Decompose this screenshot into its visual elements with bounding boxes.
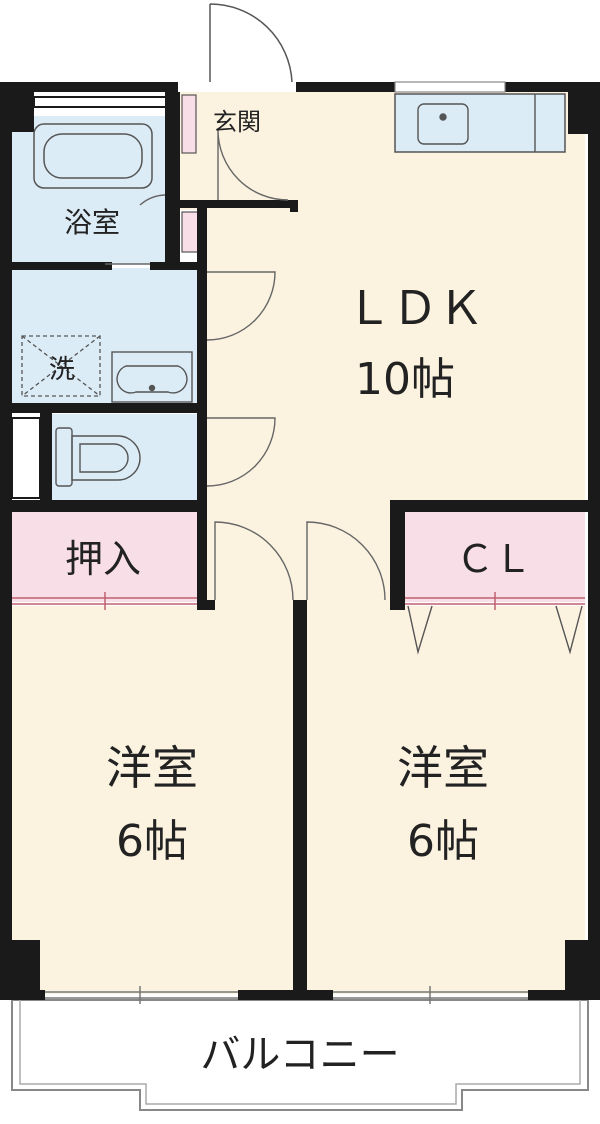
toilet-floor bbox=[50, 414, 198, 500]
western-right-name: 洋室 bbox=[397, 741, 489, 795]
entry-door-icon bbox=[209, 3, 293, 83]
closet-floor bbox=[405, 512, 585, 602]
balcony-railing bbox=[19, 1000, 581, 1105]
ldk-name: ＬＤＫ bbox=[346, 281, 484, 335]
washer-pan-icon bbox=[21, 335, 101, 397]
window-toilet bbox=[11, 417, 41, 499]
balcony-outline bbox=[11, 999, 589, 1111]
window-balcony bbox=[45, 986, 528, 1004]
walls bbox=[0, 82, 600, 1000]
genkan-floor bbox=[178, 92, 296, 210]
wash-floor bbox=[12, 268, 197, 404]
kitchen-sink-icon bbox=[417, 94, 536, 152]
window-kitchen bbox=[394, 81, 506, 93]
toilet-icon bbox=[55, 427, 141, 487]
ldk-size: 10帖 bbox=[355, 354, 455, 405]
bathtub-icon bbox=[33, 123, 153, 189]
oshiire-floor bbox=[12, 512, 197, 602]
door-swings bbox=[105, 129, 386, 601]
western-right-floor bbox=[305, 606, 585, 994]
closet-folding-doors bbox=[407, 605, 583, 655]
genkan-label: 玄関 bbox=[213, 108, 261, 136]
sliding-doors bbox=[12, 592, 585, 610]
closet-label: ＣＬ bbox=[456, 537, 532, 581]
western-right-size: 6帖 bbox=[407, 816, 479, 867]
washbasin-icon bbox=[111, 351, 193, 403]
western-left-floor bbox=[12, 606, 297, 994]
western-left-name: 洋室 bbox=[106, 741, 198, 795]
oshiire-label: 押入 bbox=[65, 537, 141, 581]
bath-floor bbox=[12, 116, 167, 264]
bath-label: 浴室 bbox=[64, 206, 120, 239]
shoe-box bbox=[181, 94, 197, 154]
wash-label: 洗 bbox=[49, 355, 75, 385]
window-bath bbox=[33, 96, 167, 108]
western-left-size: 6帖 bbox=[116, 816, 188, 867]
hall-floor bbox=[205, 500, 395, 608]
balcony-label: バルコニー bbox=[200, 1032, 399, 1078]
